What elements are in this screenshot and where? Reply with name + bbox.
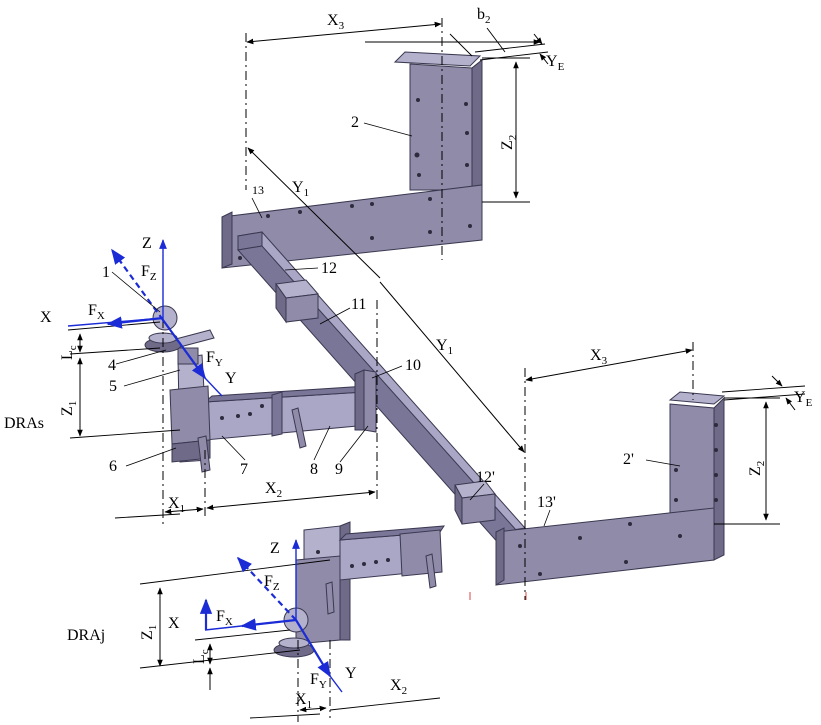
- dras-assembly: [144, 305, 377, 473]
- dim-x3-top: X3: [327, 12, 345, 32]
- assembly-label-draj: DRAj: [67, 627, 105, 644]
- force-fx-top: FX: [88, 302, 105, 322]
- part-label-13p: 13': [537, 494, 556, 511]
- bracket-2p-holes: [518, 423, 718, 576]
- force-fz-bottom: FZ: [264, 573, 280, 593]
- dimension-lines: [67, 18, 806, 722]
- dim-ye-top: YE: [546, 53, 565, 73]
- force-fz-top: FZ: [141, 263, 157, 283]
- part-label-2: 2: [351, 114, 359, 131]
- part-label-10: 10: [405, 357, 421, 374]
- dim-z2-top: Z2: [499, 135, 519, 150]
- dim-ye-right: YE: [794, 389, 813, 409]
- dras-holes: [220, 404, 264, 420]
- dim-x3-right: X3: [590, 347, 608, 367]
- dim-x1-top: X1: [168, 495, 185, 515]
- draj-holes: [316, 550, 390, 568]
- part-label-12: 12: [321, 260, 337, 277]
- part-label-1: 1: [102, 264, 110, 281]
- clamp-12p: [454, 480, 496, 525]
- dim-lc-top: Lc: [59, 345, 79, 360]
- clamp-12: [275, 279, 319, 324]
- assembly-label-dras: DRAs: [4, 415, 44, 432]
- force-fy-bottom: FY: [310, 671, 327, 691]
- forces-bottom: [199, 539, 343, 693]
- dim-x2-bottom: X2: [390, 677, 407, 697]
- forces-top: [67, 239, 223, 397]
- axis-y-bottom: Y: [345, 665, 357, 682]
- force-fy-top: FY: [206, 349, 223, 369]
- dim-z2-right: Z2: [747, 461, 767, 476]
- axis-x-bottom: X: [168, 615, 180, 632]
- leader-lines: [111, 122, 681, 527]
- part-label-8: 8: [310, 461, 318, 478]
- axis-z-bottom: Z: [270, 540, 280, 557]
- part-label-7: 7: [240, 461, 248, 478]
- axis-x-top: X: [40, 309, 52, 326]
- bracket-2: [221, 51, 483, 269]
- part-label-4: 4: [108, 357, 116, 374]
- bracket-2-holes: [238, 98, 472, 260]
- part-label-2p: 2': [623, 451, 634, 468]
- dim-b2: b2: [477, 6, 491, 26]
- dim-z1-top: Z1: [59, 401, 79, 416]
- part-label-11: 11: [351, 296, 366, 313]
- axis-z-top: Z: [142, 235, 152, 252]
- part-label-5: 5: [109, 378, 117, 395]
- force-fx-bottom: FX: [216, 608, 233, 628]
- part-label-6: 6: [109, 458, 117, 475]
- draj-assembly: [273, 521, 445, 658]
- bracket-2p: [495, 391, 726, 586]
- axis-y-top: Y: [225, 370, 237, 387]
- dim-z1-bottom: Z1: [139, 625, 159, 640]
- dim-lc-bottom: Lc: [191, 649, 211, 664]
- dim-y1-mid: Y1: [436, 337, 453, 357]
- dim-y1-top: Y1: [292, 179, 309, 199]
- part-label-12p: 12': [476, 469, 495, 486]
- dim-x1-bottom: X1: [295, 691, 312, 711]
- dim-x2-top: X2: [265, 480, 282, 500]
- part-label-13: 13: [252, 183, 264, 197]
- labels: X3 b2 YE 2 Z2 Y1 13 Z 1 FZ 12 11 FX X Lc…: [4, 6, 813, 711]
- part-label-9: 9: [335, 461, 343, 478]
